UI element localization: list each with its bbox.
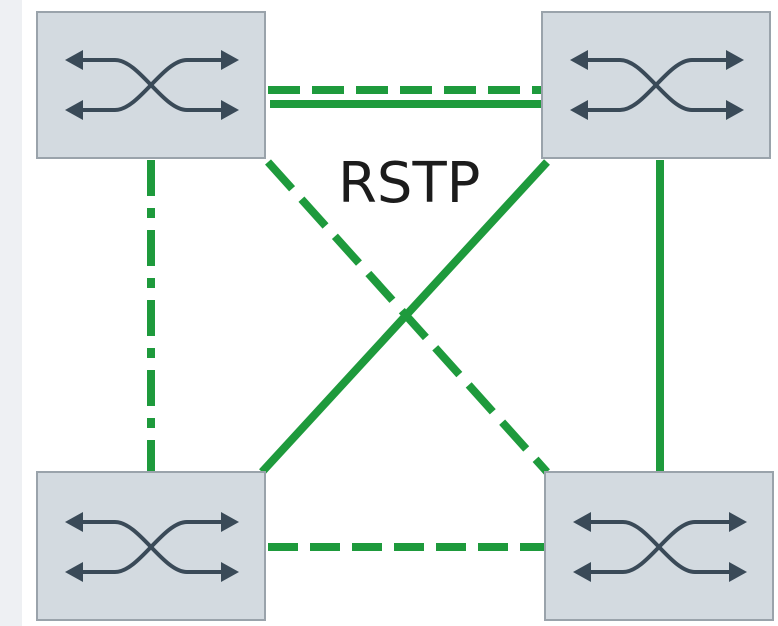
switch-bottom-left	[36, 471, 266, 621]
switch-top-left	[36, 11, 266, 159]
link-diagonal-solid	[259, 159, 550, 475]
links-layer	[147, 86, 664, 551]
switch-crossover-icon	[65, 50, 239, 120]
protocol-label: RSTP	[338, 151, 480, 216]
switch-top-right	[541, 11, 771, 159]
left-margin-strip	[0, 0, 22, 626]
switch-bottom-right	[544, 471, 774, 621]
switch-crossover-icon	[570, 50, 744, 120]
switch-crossover-icon	[573, 512, 747, 582]
switch-crossover-icon	[65, 512, 239, 582]
